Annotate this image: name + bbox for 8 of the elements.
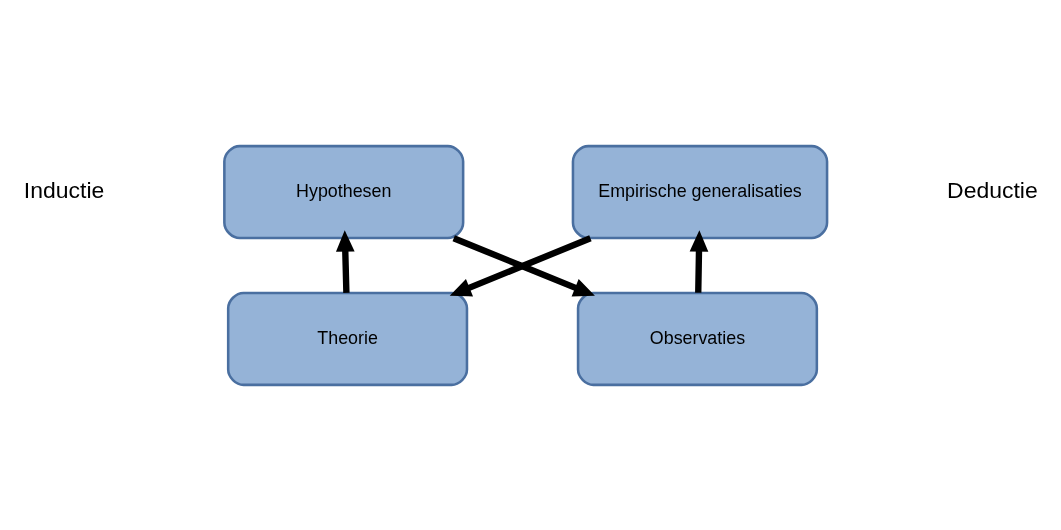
arrow (689, 229, 709, 293)
label: Deductie (947, 176, 1038, 203)
label: Inductie (23, 176, 105, 203)
node-box: Hypothesen (223, 144, 465, 239)
node-box: Theorie (226, 291, 469, 386)
node-box: Empirische generalisaties (571, 144, 829, 239)
arrow (335, 229, 355, 293)
node-box: Observaties (576, 291, 819, 386)
